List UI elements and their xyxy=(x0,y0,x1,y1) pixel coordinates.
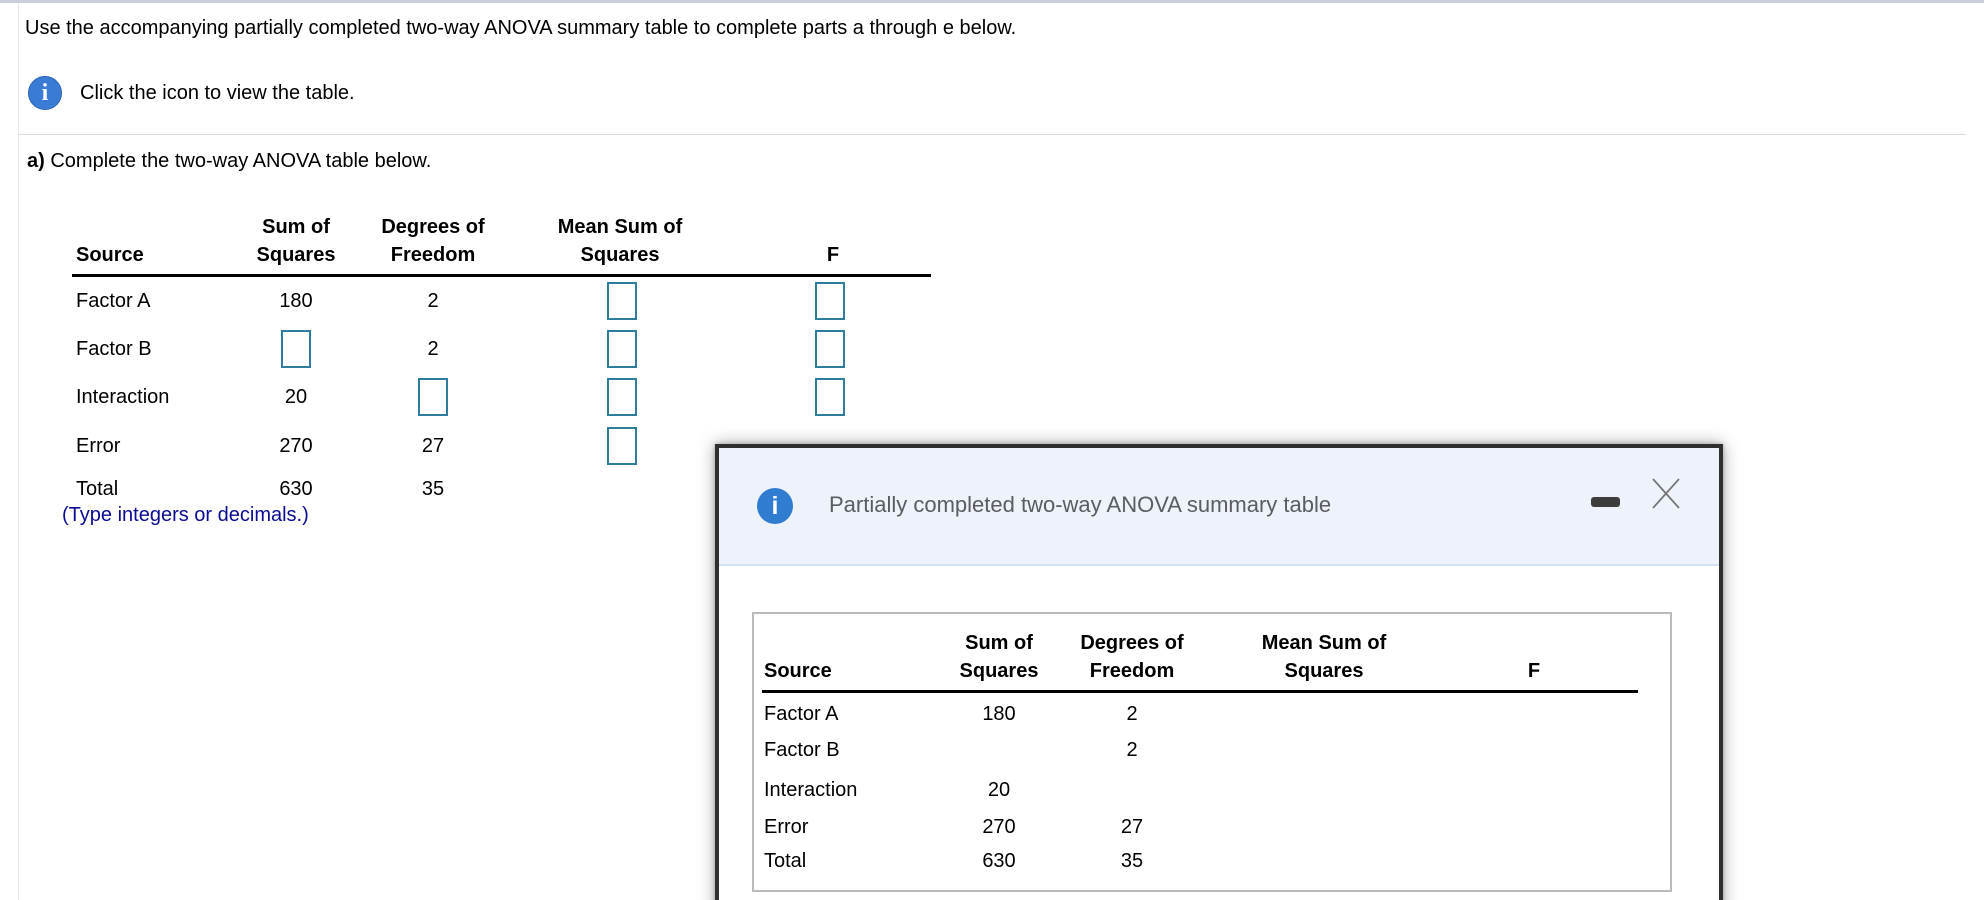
dialog-row-label: Interaction xyxy=(764,779,858,801)
info-icon-glyph: i xyxy=(771,491,779,520)
answer-cell-df-total: 35 xyxy=(421,478,445,500)
dialog-title: Partially completed two-way ANOVA summar… xyxy=(829,492,1332,517)
dialog-header-squares2: Squares xyxy=(1284,660,1364,682)
dialog-row-label: Total xyxy=(764,850,807,872)
f-input-factor-b[interactable] xyxy=(815,330,845,368)
mss-input-factor-b[interactable] xyxy=(607,330,637,368)
dialog-table-header-rule xyxy=(762,690,1638,693)
answer-header-squares2: Squares xyxy=(580,244,660,266)
info-icon[interactable]: i xyxy=(28,76,62,110)
panel-left-border xyxy=(18,3,19,900)
dialog-info-icon: i xyxy=(757,488,793,524)
dialog-header-mean-sum-of: Mean Sum of xyxy=(1261,632,1387,654)
answer-cell-df-factor-b: 2 xyxy=(427,338,439,360)
dialog-header-squares: Squares xyxy=(959,660,1039,682)
answer-cell-ss-interaction: 20 xyxy=(284,386,308,408)
answer-row-label: Total xyxy=(76,478,119,500)
dialog-cell-df-total: 35 xyxy=(1120,850,1144,872)
answer-header-f: F xyxy=(826,244,840,266)
part-a-heading: a) Complete the two-way ANOVA table belo… xyxy=(27,150,431,173)
dialog-header-sum-of: Sum of xyxy=(965,632,1033,654)
dialog-table-box: Sum of Degrees of Mean Sum of Source Squ… xyxy=(752,612,1672,892)
answer-header-source: Source xyxy=(76,244,144,266)
minimize-icon[interactable] xyxy=(1591,497,1620,507)
type-hint-text: (Type integers or decimals.) xyxy=(62,504,309,526)
answer-header-freedom: Freedom xyxy=(390,244,476,266)
dialog-header-degrees-of: Degrees of xyxy=(1080,632,1184,654)
f-input-interaction[interactable] xyxy=(815,378,845,416)
dialog-header-freedom: Freedom xyxy=(1089,660,1175,682)
dialog-cell-df-error: 27 xyxy=(1120,816,1144,838)
answer-row-label: Factor B xyxy=(76,338,152,360)
dialog-header[interactable]: i Partially completed two-way ANOVA summ… xyxy=(719,448,1719,566)
part-a-label: a) xyxy=(27,150,45,172)
dialog-cell-ss-total: 630 xyxy=(982,850,1016,872)
answer-row-label: Error xyxy=(76,435,121,457)
part-a-text: Complete the two-way ANOVA table below. xyxy=(44,150,432,172)
df-input-interaction[interactable] xyxy=(418,378,448,416)
answer-cell-ss-factor-a: 180 xyxy=(279,290,313,312)
f-input-factor-a[interactable] xyxy=(815,282,845,320)
mss-input-factor-a[interactable] xyxy=(607,282,637,320)
dialog-row-label: Factor A xyxy=(764,703,839,725)
dialog-header-source: Source xyxy=(764,660,832,682)
answer-header-squares: Squares xyxy=(256,244,336,266)
dialog-cell-ss-factor-a: 180 xyxy=(982,703,1016,725)
anova-table-dialog: i Partially completed two-way ANOVA summ… xyxy=(715,444,1723,900)
icon-hint-text: Click the icon to view the table. xyxy=(80,82,355,104)
ss-input-factor-b[interactable] xyxy=(281,330,311,368)
info-icon-glyph: i xyxy=(41,79,49,106)
dialog-cell-df-factor-a: 2 xyxy=(1126,703,1138,725)
answer-cell-ss-total: 630 xyxy=(279,478,313,500)
answer-cell-df-factor-a: 2 xyxy=(427,290,439,312)
top-accent-bar xyxy=(0,0,1984,3)
answer-table-header-rule xyxy=(72,274,931,277)
dialog-cell-df-factor-b: 2 xyxy=(1126,739,1138,761)
close-icon[interactable] xyxy=(1646,473,1686,513)
answer-cell-ss-error: 270 xyxy=(279,435,313,457)
mss-input-error[interactable] xyxy=(607,427,637,465)
dialog-row-label: Error xyxy=(764,816,809,838)
answer-cell-df-error: 27 xyxy=(421,435,445,457)
dialog-cell-ss-error: 270 xyxy=(982,816,1016,838)
answer-row-label: Factor A xyxy=(76,290,151,312)
answer-row-label: Interaction xyxy=(76,386,170,408)
dialog-header-f: F xyxy=(1527,660,1541,682)
dialog-cell-ss-interaction: 20 xyxy=(987,779,1011,801)
mss-input-interaction[interactable] xyxy=(607,378,637,416)
answer-header-degrees-of: Degrees of xyxy=(381,216,485,238)
answer-header-sum-of: Sum of xyxy=(262,216,330,238)
answer-header-mean-sum-of: Mean Sum of xyxy=(557,216,683,238)
exercise-instruction: Use the accompanying partially completed… xyxy=(25,17,1017,39)
dialog-row-label: Factor B xyxy=(764,739,840,761)
section-divider xyxy=(18,134,1966,135)
